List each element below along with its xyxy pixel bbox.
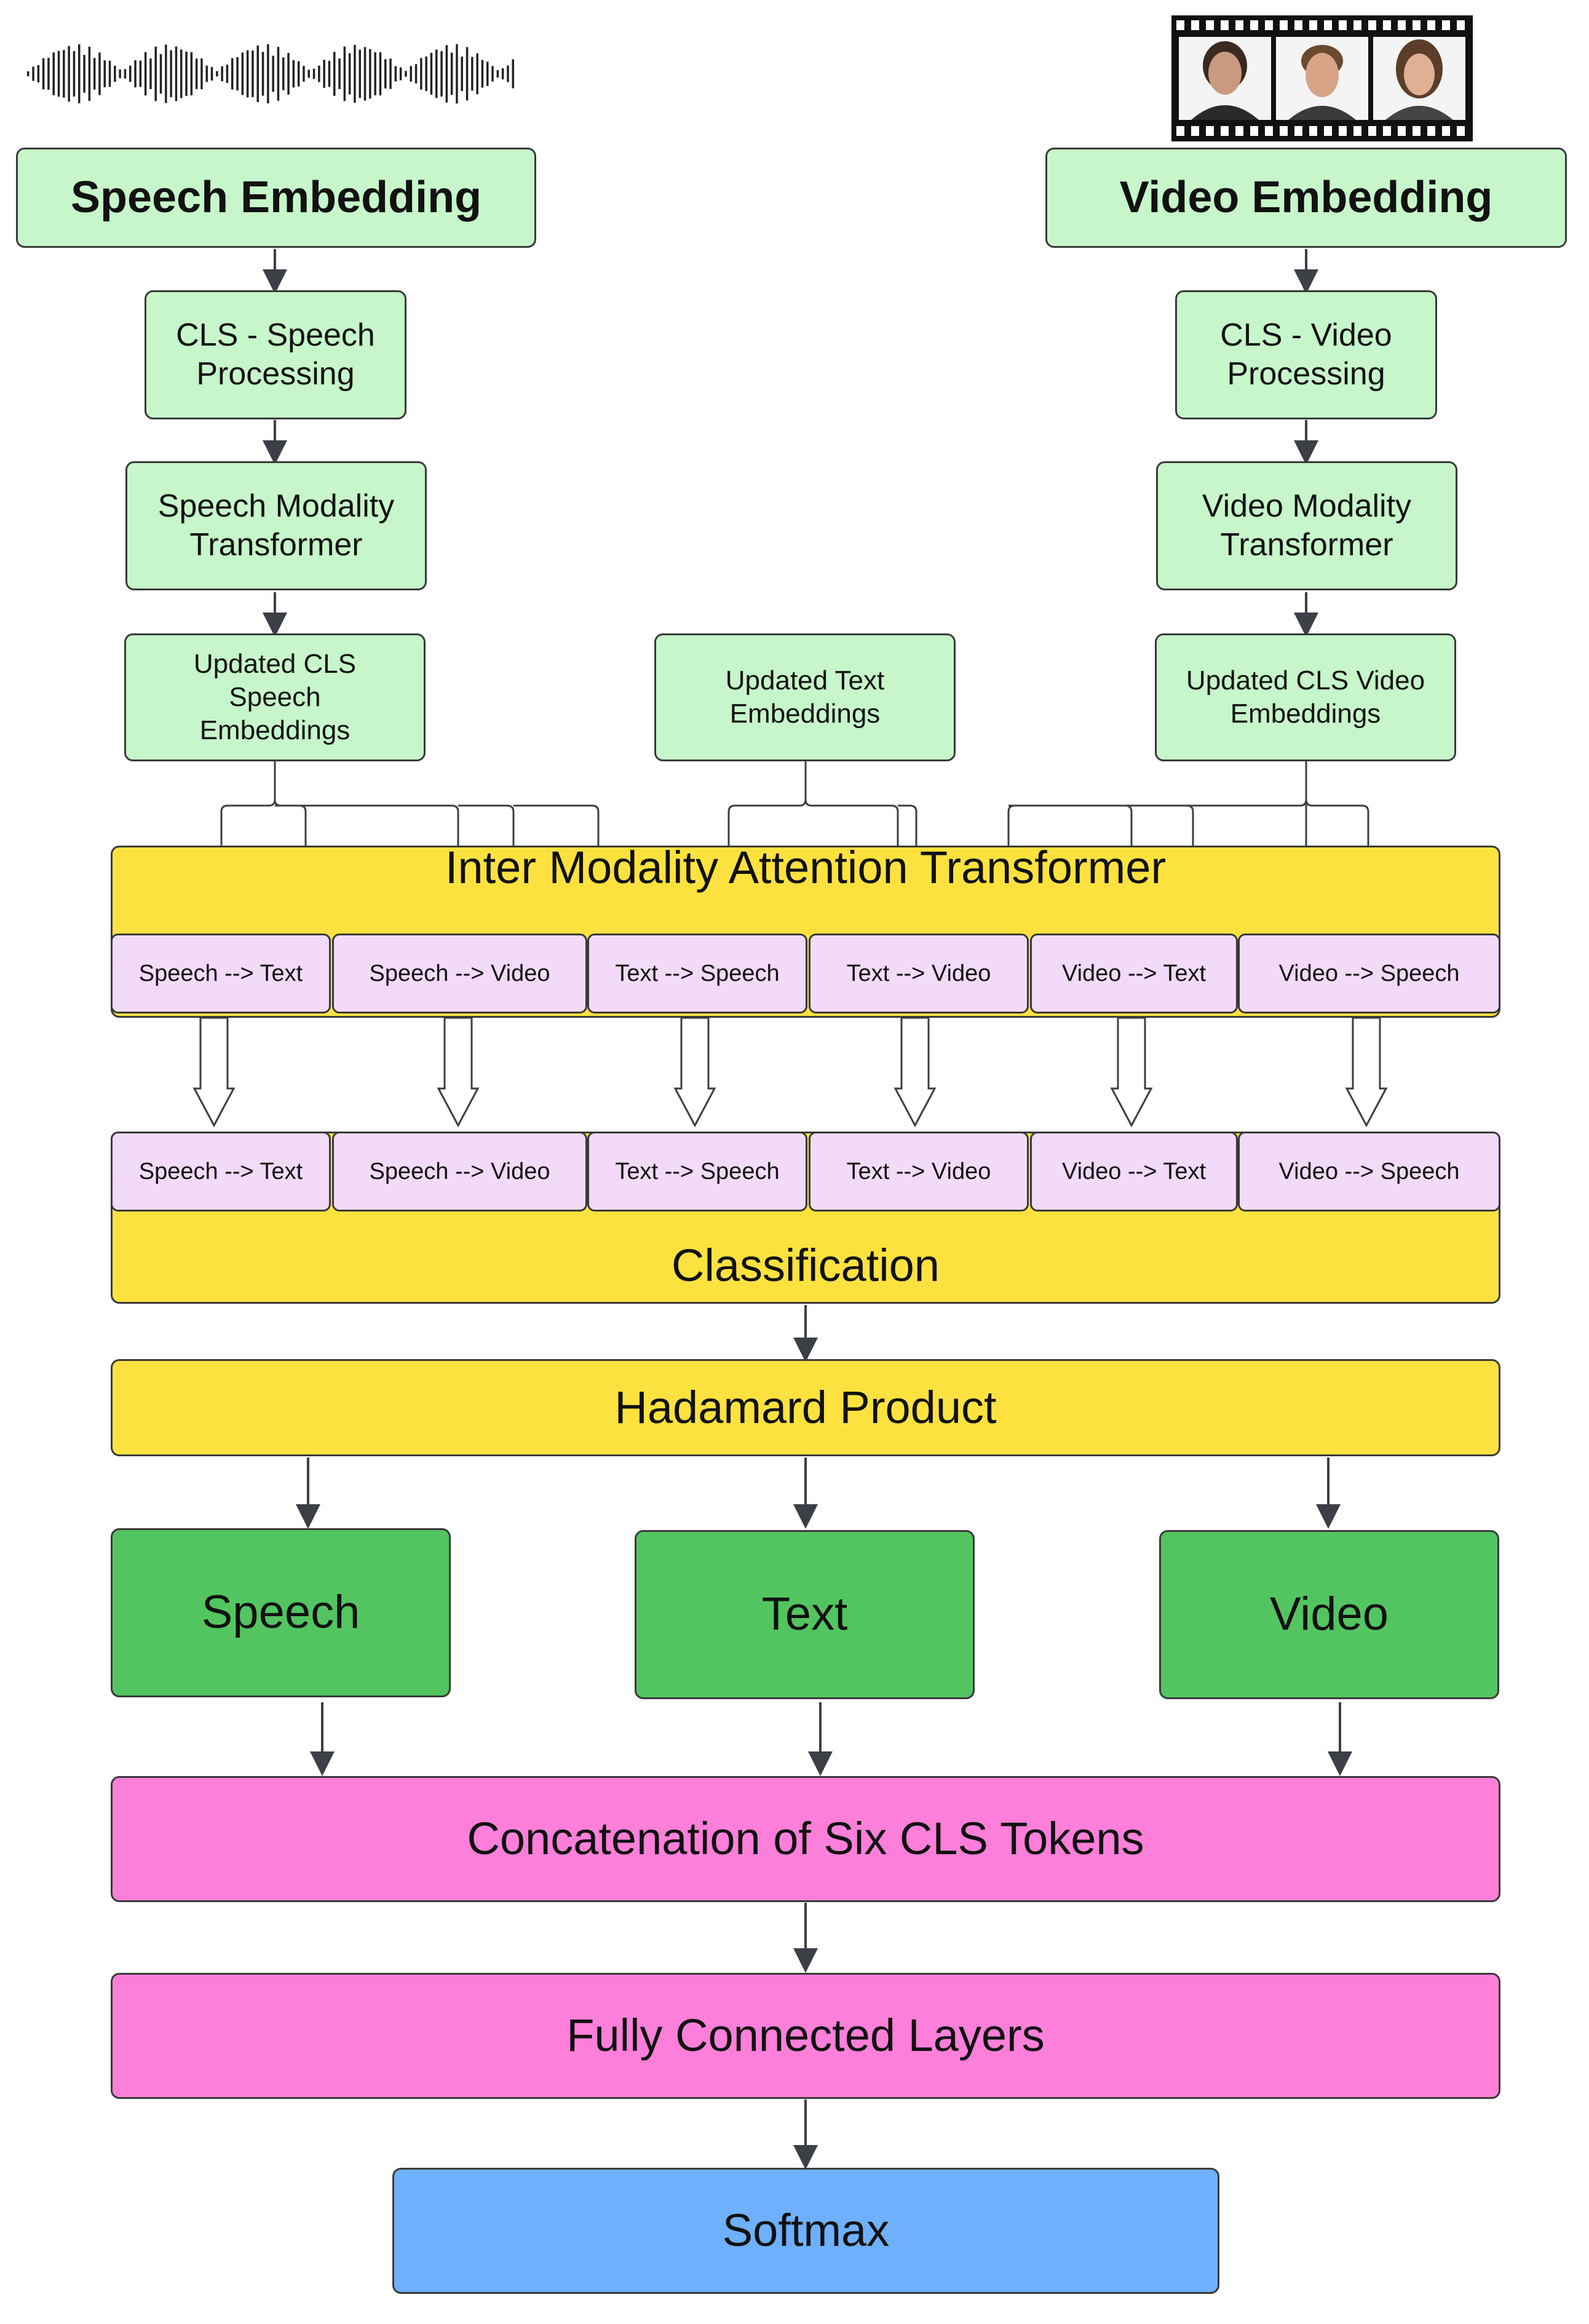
softmax-label: Softmax [722, 2205, 890, 2256]
audio-waveform-icon [27, 44, 514, 104]
classification-pair-box: Video --> Speech [1238, 1132, 1500, 1212]
hadamard-box: Hadamard Product [111, 1359, 1500, 1456]
classification-label: Classification [672, 1240, 940, 1291]
classification-pair-label: Text --> Speech [615, 1158, 780, 1184]
softmax-box: Softmax [392, 2168, 1219, 2294]
cls-speech-label: CLS - Speech Processing [176, 317, 375, 392]
hollow-arrow [1110, 1017, 1153, 1128]
classification-pair-label: Text --> Video [846, 1158, 991, 1184]
classification-pair-label: Speech --> Video [369, 1158, 550, 1184]
speech-embedding-box: Speech Embedding [16, 148, 536, 248]
hollow-arrow [192, 1017, 236, 1128]
attention-pair-label: Video --> Text [1061, 960, 1207, 986]
fully-connected-box: Fully Connected Layers [111, 1973, 1500, 2099]
attention-pair-box: Speech --> Video [332, 934, 587, 1013]
output-text-box: Text [635, 1530, 975, 1699]
classification-pair-box: Speech --> Video [332, 1132, 587, 1212]
hollow-arrow [437, 1017, 480, 1128]
classification-pair-box: Video --> Text [1030, 1132, 1238, 1212]
classification-pair-box: Text --> Speech [587, 1132, 807, 1212]
speech-embedding-label: Speech Embedding [70, 172, 482, 222]
concatenation-label: Concatenation of Six CLS Tokens [467, 1813, 1144, 1865]
hollow-arrow [894, 1017, 937, 1128]
updated-text-box: Updated Text Embeddings [654, 633, 956, 761]
cls-video-label: CLS - Video Processing [1220, 317, 1392, 392]
video-embedding-label: Video Embedding [1119, 172, 1493, 222]
fully-connected-label: Fully Connected Layers [566, 2010, 1045, 2061]
attention-pair-label: Text --> Video [846, 960, 991, 986]
cls-video-box: CLS - Video Processing [1175, 290, 1437, 419]
updated-cls-video-box: Updated CLS Video Embeddings [1155, 633, 1456, 761]
hollow-arrow [1345, 1017, 1388, 1128]
updated-cls-speech-label: Updated CLS Speech Embeddings [193, 649, 357, 745]
video-transformer-box: Video Modality Transformer [1156, 461, 1457, 590]
updated-cls-video-label: Updated CLS Video Embeddings [1186, 665, 1425, 729]
inter-modality-title: Inter Modality Attention Transformer [445, 842, 1167, 893]
output-speech-label: Speech [201, 1586, 360, 1639]
output-speech-box: Speech [111, 1528, 451, 1697]
attention-pair-box: Text --> Speech [587, 934, 807, 1013]
speech-transformer-box: Speech Modality Transformer [125, 461, 427, 590]
attention-pair-label: Video --> Speech [1278, 960, 1460, 986]
attention-pair-box: Text --> Video [809, 934, 1029, 1013]
output-video-box: Video [1159, 1530, 1499, 1699]
output-text-label: Text [761, 1588, 848, 1641]
attention-pair-box: Video --> Speech [1238, 934, 1500, 1013]
classification-pair-box: Text --> Video [809, 1132, 1029, 1212]
attention-pair-box: Video --> Text [1030, 934, 1238, 1013]
cls-speech-box: CLS - Speech Processing [145, 290, 406, 419]
attention-pair-label: Text --> Speech [615, 960, 780, 986]
classification-pair-label: Video --> Text [1061, 1158, 1207, 1184]
attention-pair-box: Speech --> Text [111, 934, 331, 1013]
updated-cls-speech-box: Updated CLS Speech Embeddings [124, 633, 426, 761]
concatenation-box: Concatenation of Six CLS Tokens [111, 1776, 1500, 1902]
output-video-label: Video [1269, 1588, 1389, 1641]
classification-pair-label: Speech --> Text [138, 1158, 303, 1184]
classification-pair-label: Video --> Speech [1278, 1158, 1460, 1184]
hollow-arrow [673, 1017, 716, 1128]
updated-text-label: Updated Text Embeddings [725, 665, 885, 729]
video-transformer-label: Video Modality Transformer [1202, 488, 1412, 563]
film-strip-icon [1171, 15, 1473, 141]
attention-pair-label: Speech --> Text [138, 960, 303, 986]
hadamard-label: Hadamard Product [614, 1381, 997, 1433]
speech-transformer-label: Speech Modality Transformer [157, 488, 395, 563]
classification-pair-box: Speech --> Text [111, 1132, 331, 1212]
attention-pair-label: Speech --> Video [369, 960, 550, 986]
video-embedding-box: Video Embedding [1045, 148, 1567, 248]
